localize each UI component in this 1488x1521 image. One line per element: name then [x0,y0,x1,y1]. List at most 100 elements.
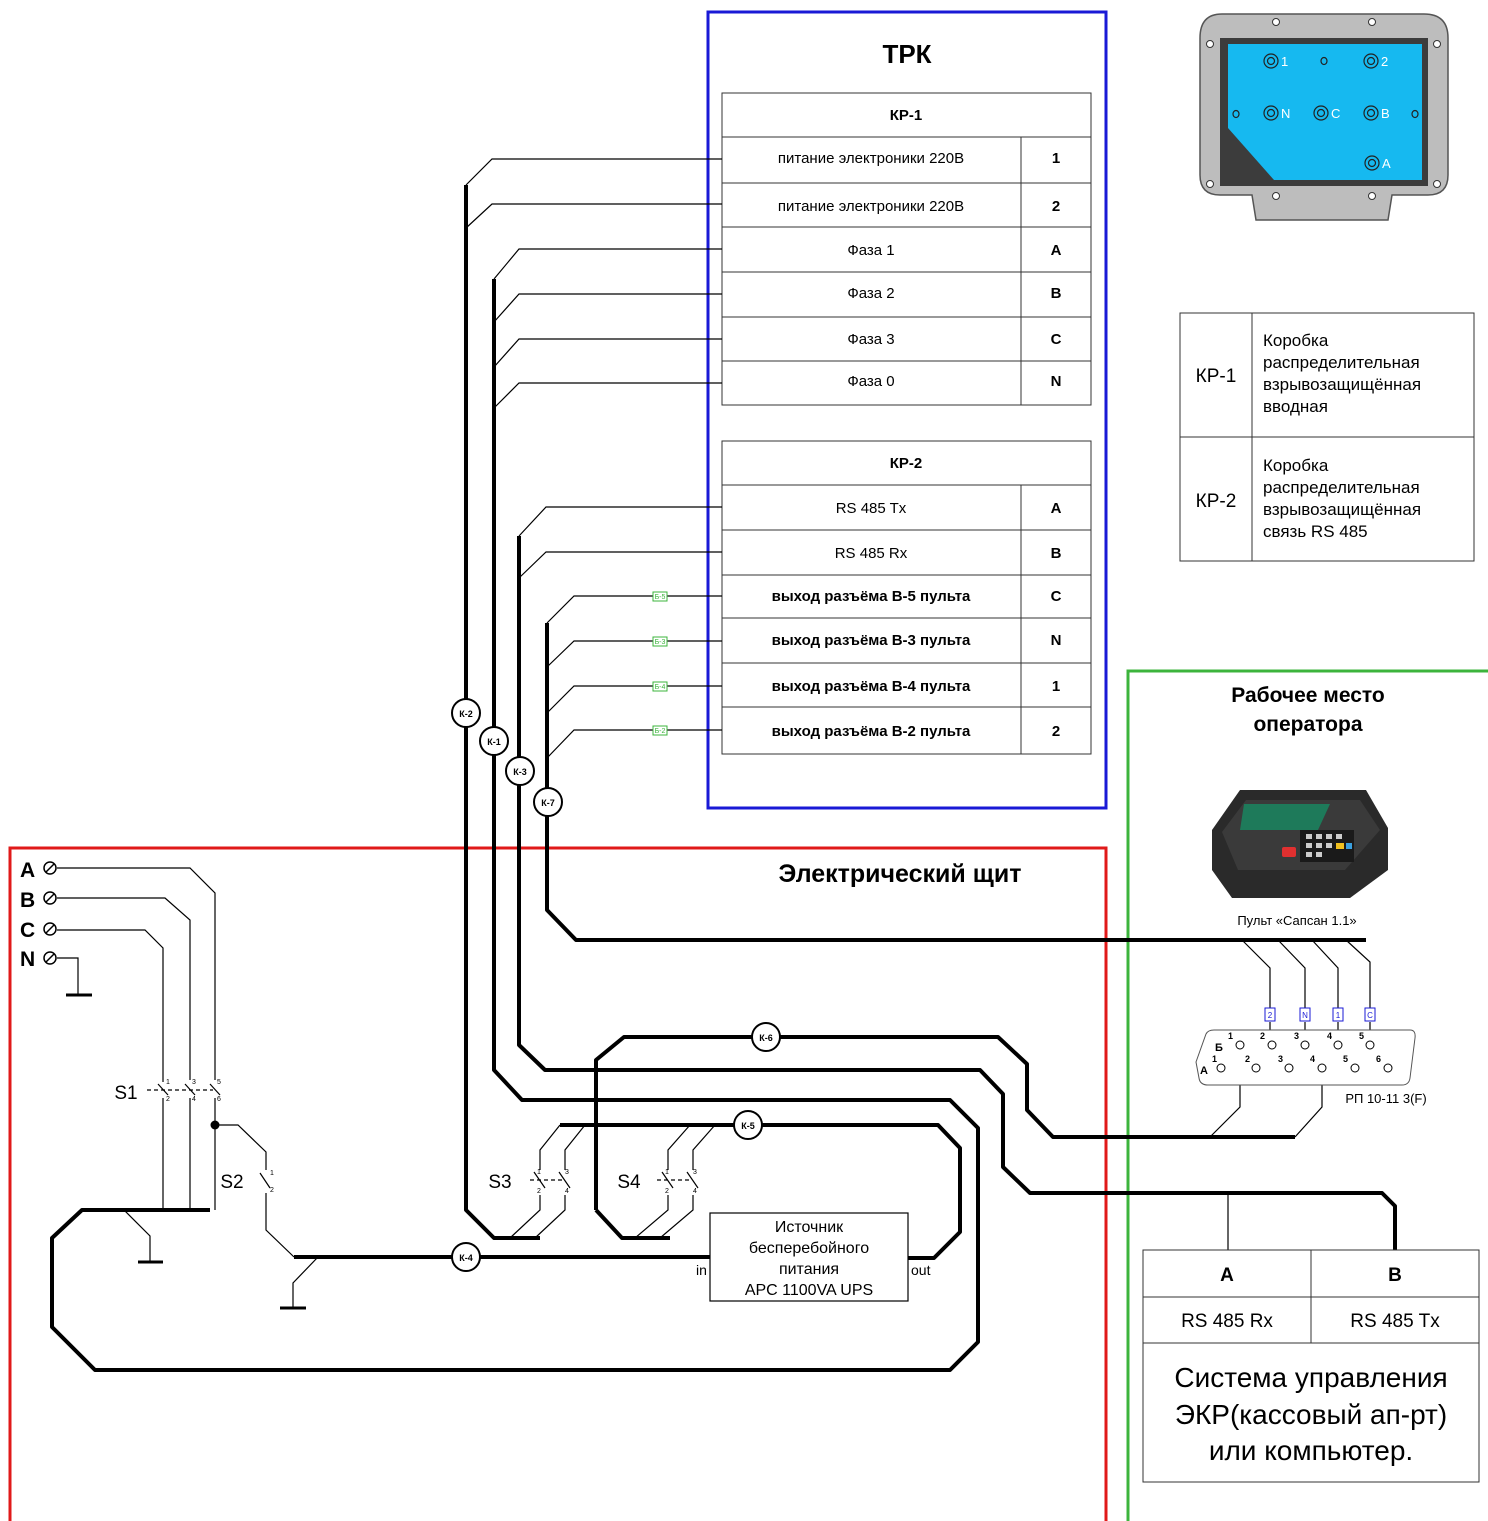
ups-label: Источник [775,1219,844,1236]
thick-cables [50,185,1397,1372]
wire-tag: Б-4 [655,684,666,691]
db9-pin-number: 2 [1260,1031,1265,1041]
ups-box [709,1212,909,1302]
operator-frame [1126,669,1488,1521]
panel-title: Электрический щит [779,860,1022,888]
cable-marker-k2: К-2 [459,709,473,719]
kr1-row-label: Фаза 1 [847,242,894,259]
kr2-row-label: выход разъёма В-5 пульта [772,588,971,605]
pin: 1 [537,1169,541,1176]
pin: 6 [217,1096,221,1103]
pin: 4 [693,1188,697,1195]
input-label-c: C [20,919,35,942]
operator-title-line1: Рабочее место [1231,684,1385,707]
kr1-row-pin: A [1051,242,1062,259]
ecr-footer: или компьютер. [1209,1435,1413,1466]
wire-tag: 1 [1336,1011,1341,1020]
legend-desc: Коробка [1263,331,1329,350]
kr2-row-pin: C [1051,588,1062,605]
switch-label-s3: S3 [488,1172,511,1193]
pin: 2 [665,1188,669,1195]
kr1-row-label: Фаза 2 [847,285,894,302]
db9-pin-number: 1 [1228,1031,1233,1041]
ecr-header: A [1220,1265,1234,1286]
kr2-row-pin: A [1051,500,1062,517]
cable-marker-k6: К-6 [759,1033,773,1043]
db9-connector [1195,1029,1416,1086]
panel-frame [8,846,1108,1521]
box-terminal-label: 2 [1381,54,1388,69]
kr1-row-pin: 1 [1052,150,1060,167]
ecr-footer: ЭКР(кассовый ап-рт) [1175,1399,1447,1430]
connector-wire-tags [1264,1007,1376,1022]
cable-marker-k5: К-5 [741,1121,755,1131]
ecr-table [1142,1249,1480,1483]
db9-row-label: А [1200,1065,1208,1077]
db9-pin-number: 4 [1327,1031,1332,1041]
ecr-header: B [1388,1265,1402,1286]
kr1-row-pin: 2 [1052,198,1060,215]
pin: 1 [665,1169,669,1176]
junction-dot [210,1120,220,1130]
db9-pin-number: 5 [1343,1054,1348,1064]
kr1-row-label: питание электроники 220В [778,150,964,167]
ups-label: APC 1100VA UPS [745,1282,873,1299]
legend-table [1179,312,1475,562]
db9-row-label: Б [1215,1042,1223,1054]
legend-desc: распределительная [1263,478,1420,497]
sapsan-console-image [1212,790,1388,898]
trk-frame [706,10,1108,810]
pin: 4 [192,1096,196,1103]
switch-label-s2: S2 [220,1172,243,1193]
pin: 1 [270,1170,274,1177]
cable-marker-k7: К-7 [541,798,555,808]
input-terminal-icons [43,861,57,965]
ecr-value: RS 485 Rx [1181,1311,1273,1332]
legend-desc: вводная [1263,397,1328,416]
pin: 3 [192,1079,196,1086]
box-terminal-label: B [1381,106,1390,121]
ups-label: питания [779,1261,839,1278]
pin: 5 [217,1079,221,1086]
legend-desc: связь RS 485 [1263,522,1368,541]
ups-label: бесперебойного [749,1240,869,1257]
pin: 2 [537,1188,541,1195]
pin: 3 [565,1169,569,1176]
box-terminal-label: C [1331,106,1340,121]
legend-code: КР-1 [1196,366,1237,387]
cable-markers [451,698,781,1272]
legend-desc: распределительная [1263,353,1420,372]
input-label-b: B [20,889,35,912]
kr2-row-label: RS 485 Rx [835,545,908,562]
kr1-row-pin: N [1051,373,1062,390]
device-caption: Пульт «Сапсан 1.1» [1237,913,1356,928]
pin: 2 [270,1187,274,1194]
kr2-wire-tags [652,591,668,736]
legend-desc: Коробка [1263,456,1329,475]
kr1-row-label: Фаза 0 [847,373,894,390]
cable-marker-k1: К-1 [487,737,501,747]
kr2-row-label: выход разъёма В-2 пульта [772,723,971,740]
pin: 2 [166,1096,170,1103]
ecr-value: RS 485 Tx [1350,1311,1440,1332]
kr2-row-pin: B [1051,545,1062,562]
wire-tag: Б-5 [655,594,666,601]
wire-tag: Б-2 [655,728,666,735]
switch-label-s4: S4 [617,1172,641,1193]
kr2-row-pin: 2 [1052,723,1060,740]
junction-box-illustration [1199,13,1449,221]
box-terminal-label: A [1382,156,1391,171]
legend-desc: взрывозащищённая [1263,500,1421,519]
kr1-row-label: Фаза 3 [847,331,894,348]
pin: 1 [166,1079,170,1086]
db9-pin-number: 3 [1294,1031,1299,1041]
kr1-row-label: питание электроники 220В [778,198,964,215]
legend-code: КР-2 [1196,491,1237,512]
wire-tag: C [1367,1011,1373,1020]
kr2-row-label: RS 485 Tx [836,500,907,517]
kr2-title: КР-2 [890,455,923,472]
kr1-row-pin: C [1051,331,1062,348]
box-terminal-label: N [1281,106,1290,121]
pin: 4 [565,1188,569,1195]
input-label-n: N [20,948,35,971]
